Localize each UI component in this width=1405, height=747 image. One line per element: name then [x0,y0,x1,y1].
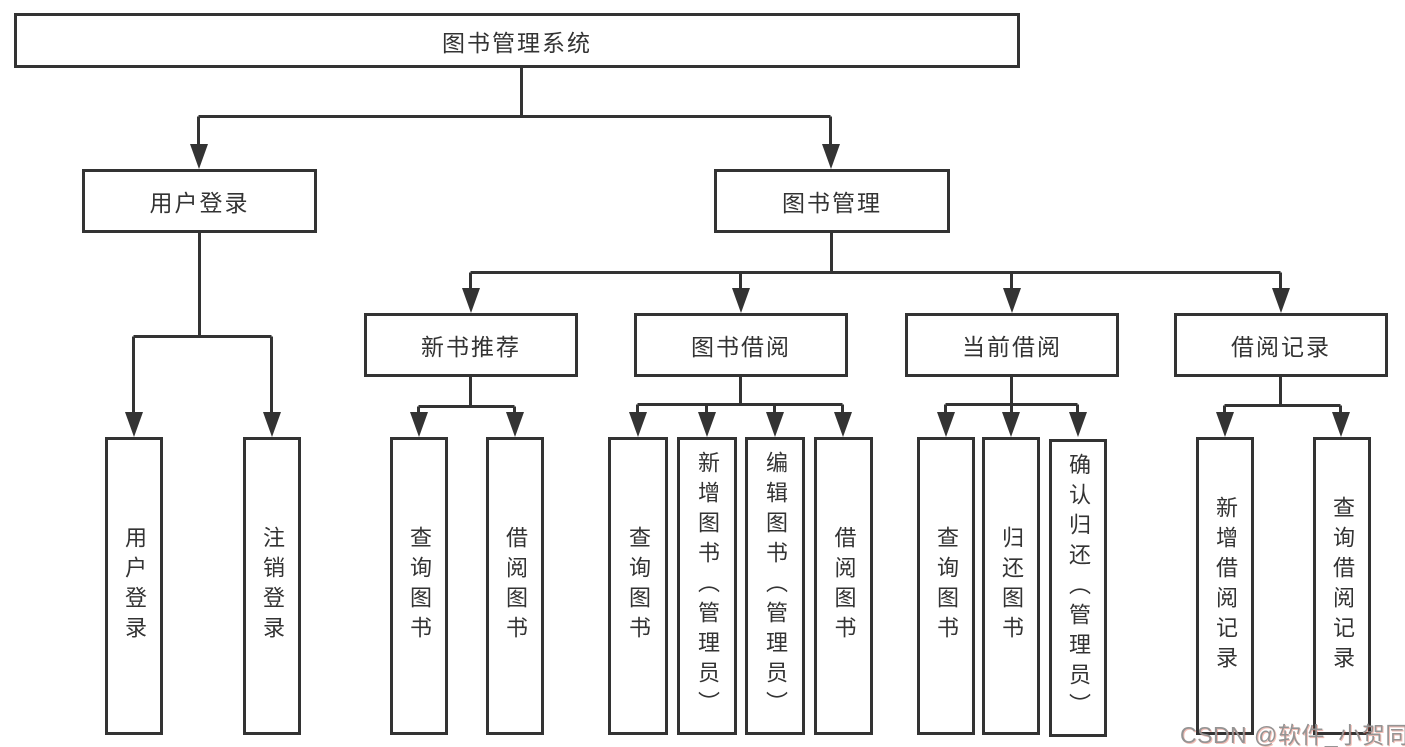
leaf-query-borrow-record-label: 查询借阅记录 [1330,496,1355,676]
leaf-query-books-current: 查询图书 [917,437,975,735]
node-user-login: 用户登录 [82,169,317,233]
csdn-watermark: CSDN @软件_小贺同学 [1180,722,1405,747]
connector [132,66,1342,416]
leaf-logout-label: 注销登录 [260,526,285,646]
leaf-user-login-label: 用户登录 [122,526,147,646]
node-book-borrow-label: 图书借阅 [691,334,791,360]
arrow-down-icon [410,412,428,437]
arrow-down-icon [462,288,480,313]
leaf-query-books-recommend: 查询图书 [390,437,448,735]
node-new-book-recommend: 新书推荐 [364,313,578,377]
arrow-down-icon [1069,412,1087,437]
leaf-user-login: 用户登录 [105,437,163,735]
node-new-book-recommend-label: 新书推荐 [421,334,521,360]
node-current-borrow: 当前借阅 [905,313,1119,377]
node-borrow-records-label: 借阅记录 [1231,334,1331,360]
leaf-query-books-borrow-label: 查询图书 [626,526,651,646]
leaf-borrow-books: 借阅图书 [814,437,873,735]
leaf-add-borrow-record-label: 新增借阅记录 [1213,496,1238,676]
leaf-add-borrow-record: 新增借阅记录 [1196,437,1254,735]
leaf-edit-books-admin-label: 编辑图书（管理员） [763,451,788,721]
leaf-borrow-books-recommend-label: 借阅图书 [503,526,528,646]
node-book-management: 图书管理 [714,169,950,233]
leaf-add-books-admin-label: 新增图书（管理员） [695,451,720,721]
node-root: 图书管理系统 [14,13,1020,68]
arrow-down-icon [263,412,281,437]
leaf-logout: 注销登录 [243,437,301,735]
arrow-down-icon [506,412,524,437]
arrow-down-icon [698,412,716,437]
arrow-down-icon [1216,412,1234,437]
arrow-down-icon [937,412,955,437]
node-book-borrow: 图书借阅 [634,313,848,377]
arrow-down-icon [190,144,208,169]
arrow-down-icon [1272,288,1290,313]
arrow-down-icon [822,144,840,169]
leaf-return-books: 归还图书 [982,437,1040,735]
leaf-confirm-return-admin-label: 确认归还（管理员） [1066,453,1091,723]
leaf-borrow-books-recommend: 借阅图书 [486,437,544,735]
node-user-login-label: 用户登录 [149,190,250,216]
arrow-down-icon [1332,412,1350,437]
node-root-label: 图书管理系统 [442,29,592,56]
arrow-down-icon [766,412,784,437]
leaf-edit-books-admin: 编辑图书（管理员） [745,437,805,735]
arrow-down-icon [125,412,143,437]
node-current-borrow-label: 当前借阅 [962,334,1062,360]
leaf-query-borrow-record: 查询借阅记录 [1313,437,1371,735]
node-book-management-label: 图书管理 [782,190,882,216]
leaf-return-books-label: 归还图书 [999,526,1024,646]
arrow-down-icon [1002,412,1020,437]
leaf-query-books-current-label: 查询图书 [934,526,959,646]
leaf-query-books-recommend-label: 查询图书 [407,526,432,646]
leaf-add-books-admin: 新增图书（管理员） [677,437,737,735]
arrow-down-icon [629,412,647,437]
leaf-query-books-borrow: 查询图书 [608,437,668,735]
leaf-confirm-return-admin: 确认归还（管理员） [1049,439,1107,737]
arrow-down-icons [125,144,1350,437]
arrow-down-icon [1003,288,1021,313]
arrow-down-icon [732,288,750,313]
arrow-down-icon [834,412,852,437]
leaf-borrow-books-label: 借阅图书 [831,526,857,646]
node-borrow-records: 借阅记录 [1174,313,1388,377]
